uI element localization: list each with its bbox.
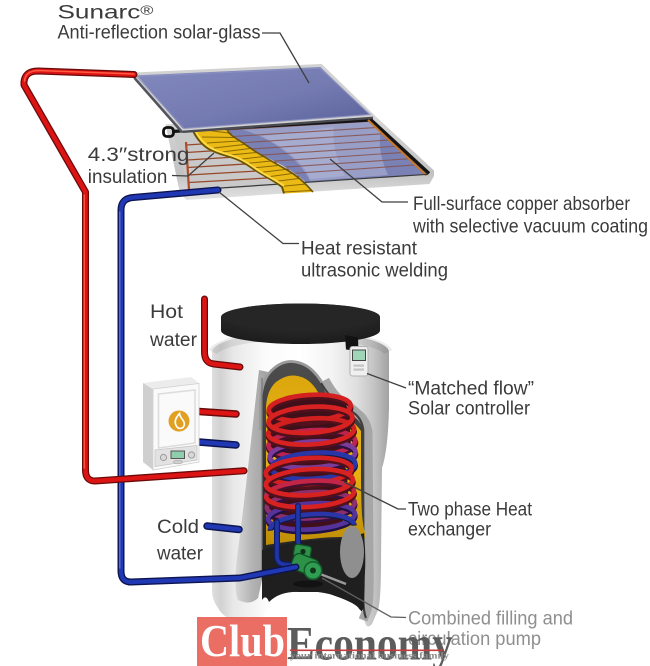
svg-text:Sunarc®: Sunarc® (58, 3, 155, 24)
svg-text:exchanger: exchanger (408, 520, 492, 541)
svg-text:ultrasonic welding: ultrasonic welding (301, 261, 448, 282)
svg-text:Cold: Cold (157, 517, 199, 538)
svg-text:Hot: Hot (150, 302, 184, 323)
svg-text:with selective vacuum coating: with selective vacuum coating (412, 217, 648, 238)
svg-text:4.3′′strong: 4.3′′strong (88, 145, 189, 166)
svg-text:circulation pump: circulation pump (408, 629, 541, 650)
svg-text:Club: Club (200, 615, 285, 666)
svg-text:Heat resistant: Heat resistant (301, 239, 418, 260)
svg-text:Anti-reflection solar-glass: Anti-reflection solar-glass (58, 23, 261, 44)
svg-text:Combined filling and: Combined filling and (408, 609, 573, 630)
svg-text:Full-surface copper absorber: Full-surface copper absorber (413, 194, 631, 215)
svg-text:water: water (156, 544, 204, 565)
svg-text:Two phase Heat: Two phase Heat (408, 500, 533, 521)
svg-text:Economy: Economy (287, 618, 453, 666)
svg-text:“Matched flow”: “Matched flow” (408, 379, 534, 400)
svg-text:water: water (149, 330, 198, 351)
svg-text:insulation: insulation (88, 167, 168, 188)
svg-text:Solar controller: Solar controller (408, 399, 531, 420)
svg-text:your international business fa: your international business family (290, 651, 450, 661)
